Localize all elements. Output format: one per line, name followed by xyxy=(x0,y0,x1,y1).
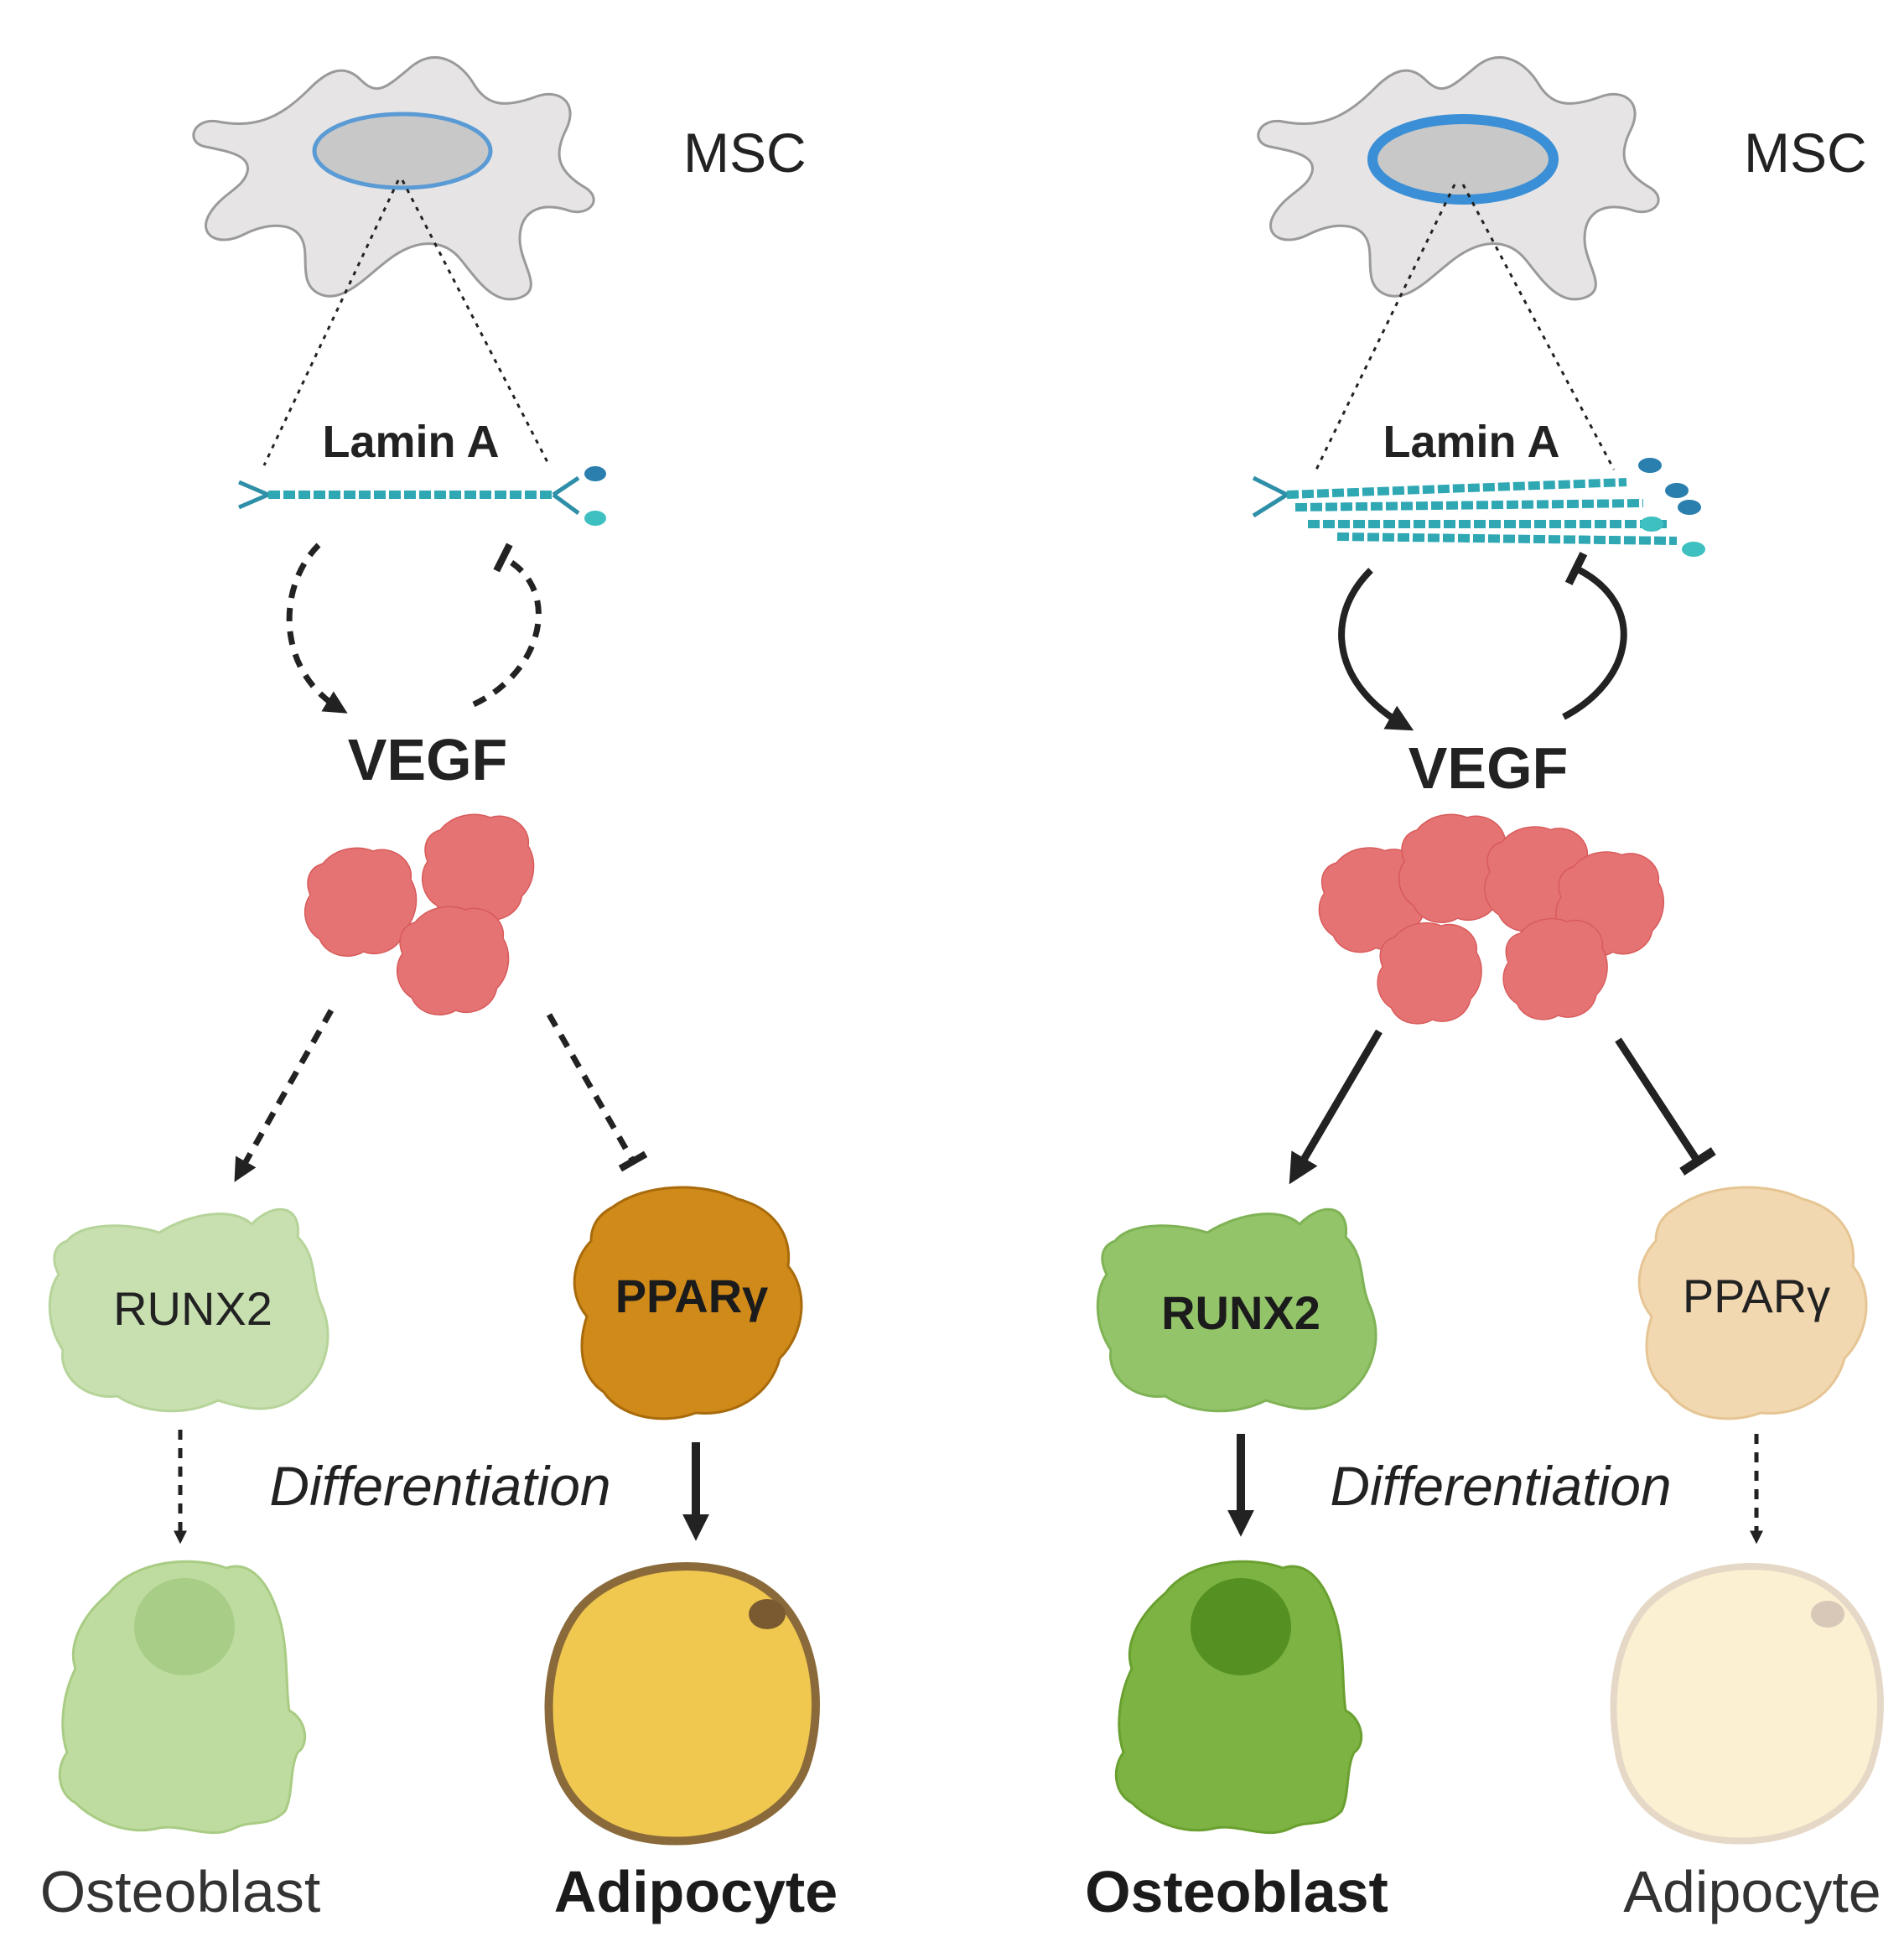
vegf-inhibits-ppar-left xyxy=(546,1013,648,1172)
zoom-line-right-b xyxy=(1461,184,1616,470)
lamin-to-vegf-arrow-right xyxy=(1338,568,1414,731)
runx2-protein-right xyxy=(1096,1207,1377,1413)
vegf-protein-right xyxy=(1318,813,1665,1025)
runx2-label-left: RUNX2 xyxy=(113,1282,272,1335)
osteoblast-cell-right xyxy=(1114,1560,1363,1835)
vegf-inhibits-lamin-right xyxy=(1562,551,1627,720)
osteoblast-label-right: Osteoblast xyxy=(1085,1859,1388,1924)
ppar-label-left: PPARγ xyxy=(615,1270,769,1322)
zoom-line-left-a xyxy=(262,179,400,466)
osteoblast-cell-left xyxy=(58,1560,307,1835)
lamin-label-right: Lamin A xyxy=(1383,417,1559,467)
msc-label-right: MSC xyxy=(1744,122,1867,184)
osteoblast-nucleus-left xyxy=(134,1578,235,1675)
adipocyte-nucleus-right xyxy=(1811,1601,1844,1628)
adipocyte-cell-left xyxy=(544,1562,820,1846)
runx2-protein-left xyxy=(48,1207,329,1413)
panel-right: MSC Lamin A VEGF xyxy=(1085,55,1884,1924)
adipocyte-label-left: Adipocyte xyxy=(554,1859,838,1924)
nucleus-right xyxy=(1367,114,1559,205)
msc-cell-left xyxy=(192,55,595,301)
ppar-protein-left xyxy=(573,1186,803,1420)
lamin-filament-right xyxy=(1252,458,1705,557)
zoom-line-left-b xyxy=(401,179,551,466)
panel-left: MSC Lamin A VEGF RUNX2 xyxy=(40,55,838,1924)
vegf-to-runx2-arrow-left xyxy=(234,1009,335,1182)
adipocyte-label-right: Adipocyte xyxy=(1623,1859,1881,1924)
vegf-inhibits-ppar-right xyxy=(1615,1037,1716,1176)
msc-cell-right xyxy=(1257,55,1660,301)
zoom-line-right-a xyxy=(1315,184,1456,470)
vegf-to-runx2-arrow-right xyxy=(1289,1029,1383,1185)
lamin-label-left: Lamin A xyxy=(322,417,499,467)
vegf-label-left: VEGF xyxy=(348,727,508,792)
osteoblast-label-left: Osteoblast xyxy=(40,1859,321,1924)
ppar-protein-right xyxy=(1637,1186,1868,1420)
adipocyte-nucleus-left xyxy=(749,1599,786,1629)
vegf-inhibits-lamin-left xyxy=(472,543,542,708)
differentiation-label-left: Differentiation xyxy=(269,1455,610,1517)
msc-label-left: MSC xyxy=(683,122,807,184)
vegf-protein-left xyxy=(303,813,535,1016)
runx2-label-right: RUNX2 xyxy=(1161,1286,1320,1339)
vegf-label-right: VEGF xyxy=(1409,735,1569,801)
adipocyte-cell-right xyxy=(1610,1563,1884,1845)
differentiation-label-right: Differentiation xyxy=(1330,1455,1671,1517)
nucleus-left xyxy=(312,112,493,190)
lamin-filament-left xyxy=(238,466,606,526)
ppar-label-right: PPARγ xyxy=(1683,1270,1830,1322)
lamin-to-vegf-arrow-left xyxy=(286,543,348,714)
osteoblast-nucleus-right xyxy=(1191,1578,1291,1675)
